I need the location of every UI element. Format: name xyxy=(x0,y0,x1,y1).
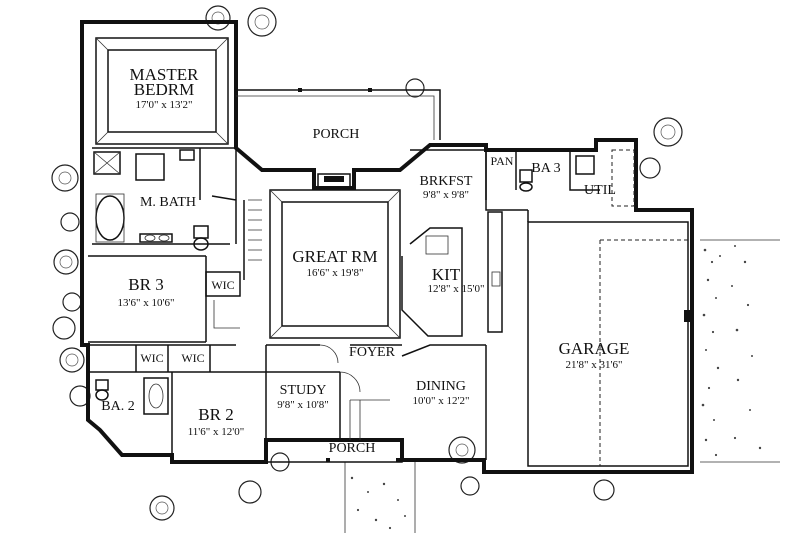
tree-icon xyxy=(149,495,175,521)
bedroom-3: BR 3 13'6" x 10'6" xyxy=(88,255,207,343)
breakfast-label: BRKFST xyxy=(420,174,473,189)
bedroom-2: BR 2 11'6" x 12'0" xyxy=(172,345,267,440)
bath-2-label: BA. 2 xyxy=(101,399,134,414)
dining: DINING 10'0" x 12'2" xyxy=(401,344,487,460)
bedroom-2-dims: 11'6" x 12'0" xyxy=(188,426,245,438)
garage: GARAGE 21'8" x 31'6" xyxy=(527,221,690,467)
tree-icon xyxy=(62,292,82,312)
wic-3-label: WIC xyxy=(181,351,204,365)
bedroom-3-label: BR 3 xyxy=(128,275,163,294)
front-porch-label: PORCH xyxy=(329,441,376,456)
tree-icon xyxy=(653,117,683,147)
tree-icon xyxy=(59,347,85,373)
pantry-bath-utility: PAN BA 3 UTIL xyxy=(485,149,635,222)
kitchen-dims: 12'8" x 15'0" xyxy=(428,283,485,295)
study-dims: 9'8" x 10'8" xyxy=(277,399,328,411)
breakfast: BRKFST 9'8" x 9'8" xyxy=(410,149,487,201)
utility-label: UTIL xyxy=(584,183,616,198)
breakfast-dims: 9'8" x 9'8" xyxy=(423,189,469,201)
secondary-closets: WIC WIC xyxy=(88,344,236,372)
tree-icon xyxy=(448,436,476,464)
foyer-label: FOYER xyxy=(349,345,396,360)
master-bedroom-dims: 17'0" x 13'2" xyxy=(136,99,193,111)
bath-3-label: BA 3 xyxy=(531,161,560,176)
study: STUDY 9'8" x 10'8" xyxy=(266,371,361,440)
great-room-label: GREAT RM xyxy=(292,247,377,266)
tree-icon xyxy=(52,316,76,340)
study-label: STUDY xyxy=(280,383,327,398)
kitchen: KIT 12'8" x 15'0" xyxy=(401,211,503,337)
rear-porch-label: PORCH xyxy=(313,127,360,142)
driveway-gravel xyxy=(350,245,762,530)
tree-icon xyxy=(205,5,231,31)
landscape-trees xyxy=(51,5,683,521)
bedroom-2-label: BR 2 xyxy=(198,405,233,424)
rear-porch: PORCH xyxy=(236,88,441,142)
wic-1-label: WIC xyxy=(211,278,234,292)
master-bath-label: M. BATH xyxy=(140,195,196,210)
master-bedroom-label-2: BEDRM xyxy=(134,80,194,99)
master-bath: M. BATH xyxy=(92,147,236,251)
bedroom-3-dims: 13'6" x 10'6" xyxy=(118,297,175,309)
wic-2-label: WIC xyxy=(140,351,163,365)
pantry-label: PAN xyxy=(491,154,514,168)
tree-icon xyxy=(405,78,425,98)
great-room-dims: 16'6" x 19'8" xyxy=(307,267,364,279)
tree-icon xyxy=(593,479,615,501)
tree-icon xyxy=(460,476,480,496)
master-bedroom: MASTER BEDRM 17'0" x 13'2" xyxy=(95,37,229,145)
tree-icon xyxy=(247,7,277,37)
walk-in-closet-1: WIC xyxy=(205,271,241,329)
tree-icon xyxy=(238,480,262,504)
kitchen-label: KIT xyxy=(432,265,461,284)
tree-icon xyxy=(51,164,79,192)
garage-dims: 21'8" x 31'6" xyxy=(566,359,623,371)
foyer: FOYER xyxy=(266,344,402,364)
tree-icon xyxy=(639,157,661,179)
dining-label: DINING xyxy=(416,379,466,394)
tree-icon xyxy=(60,212,80,232)
great-room: GREAT RM 16'6" x 19'8" xyxy=(269,173,401,339)
bath-2: BA. 2 xyxy=(88,371,173,455)
garage-label: GARAGE xyxy=(559,339,630,358)
dining-dims: 10'0" x 12'2" xyxy=(413,395,470,407)
front-porch: PORCH xyxy=(265,399,403,463)
master-bedroom-label-1: MASTER xyxy=(130,65,200,84)
tree-icon xyxy=(53,249,79,275)
